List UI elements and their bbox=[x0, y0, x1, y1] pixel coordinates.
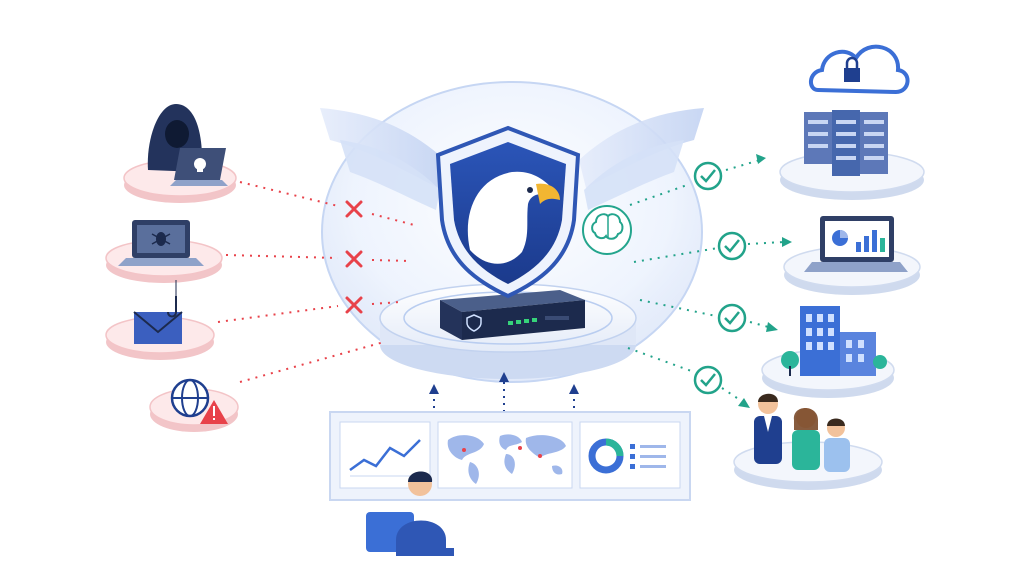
monitoring-wall bbox=[329, 411, 691, 501]
check-circle-icon bbox=[717, 231, 747, 261]
line-chart-icon bbox=[349, 439, 421, 477]
blocked-x-icon bbox=[345, 296, 363, 314]
blocked-traffic-lines bbox=[217, 181, 419, 383]
blocked-x-icon bbox=[345, 200, 363, 218]
bug-laptop-icon bbox=[118, 220, 204, 266]
wings-icon bbox=[320, 108, 704, 210]
ai-brain-circuit-icon bbox=[582, 205, 632, 255]
world-map-icon bbox=[447, 434, 566, 484]
check-circle-icon bbox=[693, 161, 723, 191]
phishing-email-hook-icon bbox=[133, 280, 183, 344]
check-circle-icon bbox=[717, 303, 747, 333]
monitoring-upflow-arrows bbox=[429, 372, 579, 412]
firewall-appliance-icon bbox=[440, 290, 585, 340]
asset-disk-people bbox=[733, 393, 883, 490]
donut-chart-icon bbox=[588, 438, 666, 474]
asset-disk-offices bbox=[761, 306, 895, 398]
users-group-icon bbox=[754, 393, 850, 472]
asset-disk-cloud-servers bbox=[779, 44, 925, 200]
hooded-hacker-laptop-icon bbox=[147, 104, 228, 186]
blocked-x-marks bbox=[345, 200, 363, 314]
analyst-at-desk-icon bbox=[366, 471, 454, 556]
threat-disk-phishing bbox=[105, 280, 215, 360]
office-buildings-icon bbox=[781, 306, 887, 376]
allowed-arrowheads bbox=[738, 154, 792, 408]
globe-warning-icon bbox=[170, 378, 228, 424]
eagle-shield-icon bbox=[435, 125, 581, 299]
threat-disk-web bbox=[149, 378, 239, 432]
allowed-check-marks bbox=[693, 161, 747, 395]
check-circle-icon bbox=[693, 365, 723, 395]
cloud-lock-servers-icon bbox=[804, 44, 910, 176]
threat-disk-malware bbox=[105, 220, 223, 283]
asset-disk-analytics bbox=[783, 216, 921, 295]
blocked-x-icon bbox=[345, 250, 363, 268]
threat-disk-hacker bbox=[123, 104, 237, 203]
laptop-dashboard-icon bbox=[804, 216, 908, 272]
